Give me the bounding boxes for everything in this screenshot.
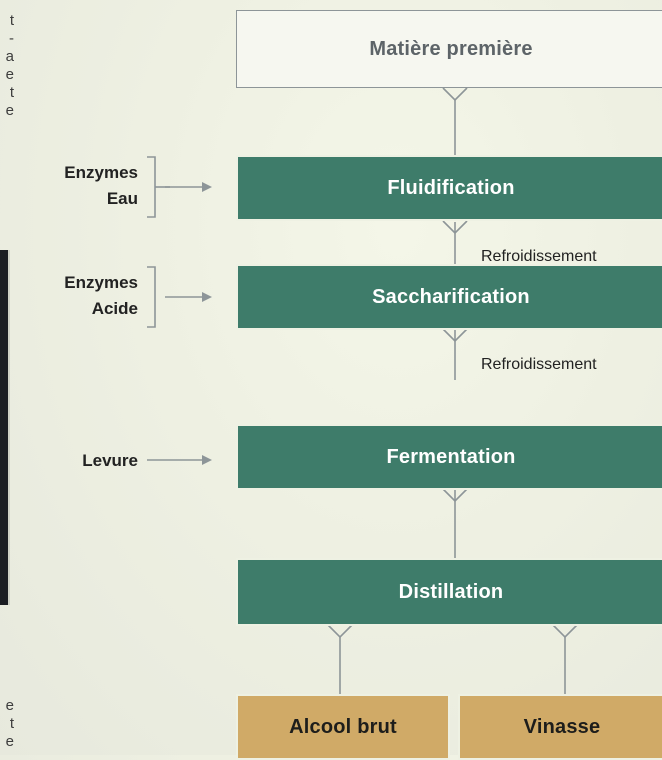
fragment-letter: t [9, 84, 14, 101]
raw-material-box: Matière première [236, 10, 662, 88]
alcool-brut-label: Alcool brut [289, 715, 397, 738]
vinasse-box: Vinasse [458, 694, 662, 760]
distillation-box: Distillation [236, 558, 662, 626]
fermentation-box: Fermentation [236, 424, 662, 490]
fermentation-label: Fermentation [386, 445, 516, 468]
arrow-head-ferm [202, 455, 212, 465]
notch-dist-right [552, 624, 578, 639]
left-text-fragment-top: t - a e t e [0, 12, 14, 120]
saccharification-inputs: Enzymes Acide [20, 270, 138, 322]
input-levure: Levure [82, 451, 138, 470]
bracket-sacch [147, 266, 156, 328]
arrow-head-fluid [202, 182, 212, 192]
fragment-letter: t [9, 715, 14, 732]
cooling-note-1: Refroidissement [481, 248, 597, 265]
fluidification-inputs: Enzymes Eau [20, 160, 138, 212]
fermentation-input: Levure [20, 448, 138, 474]
saccharification-box: Saccharification [236, 264, 662, 330]
fragment-letter: e [5, 66, 14, 83]
notch-fluid [442, 220, 468, 235]
fragment-letter: e [5, 697, 14, 714]
notch-sacch [442, 328, 468, 343]
left-dark-panel-edge [0, 250, 10, 605]
fragment-letter: e [5, 733, 14, 750]
input-enzymes-1: Enzymes [64, 163, 138, 182]
cooling-note-2: Refroidissement [481, 356, 597, 373]
fragment-letter: a [5, 48, 14, 65]
saccharification-label: Saccharification [372, 285, 530, 308]
input-acide: Acide [91, 299, 138, 318]
fragment-letter: t [9, 12, 14, 29]
raw-material-label: Matière première [369, 37, 533, 60]
bracket-fluid [147, 156, 156, 218]
fluidification-label: Fluidification [387, 176, 515, 199]
notch-ferm [442, 488, 468, 503]
notch-dist-left [327, 624, 353, 639]
arrow-head-sacch [202, 292, 212, 302]
fragment-letter: e [5, 102, 14, 119]
input-enzymes-2: Enzymes [64, 273, 138, 292]
alcool-brut-box: Alcool brut [236, 694, 450, 760]
left-text-fragment-bottom: e t e [0, 697, 14, 751]
distillation-label: Distillation [398, 580, 504, 603]
vinasse-label: Vinasse [523, 715, 601, 738]
input-eau: Eau [106, 189, 138, 208]
notch-raw [442, 87, 468, 102]
fluidification-box: Fluidification [236, 155, 662, 221]
fragment-letter: - [9, 30, 14, 47]
